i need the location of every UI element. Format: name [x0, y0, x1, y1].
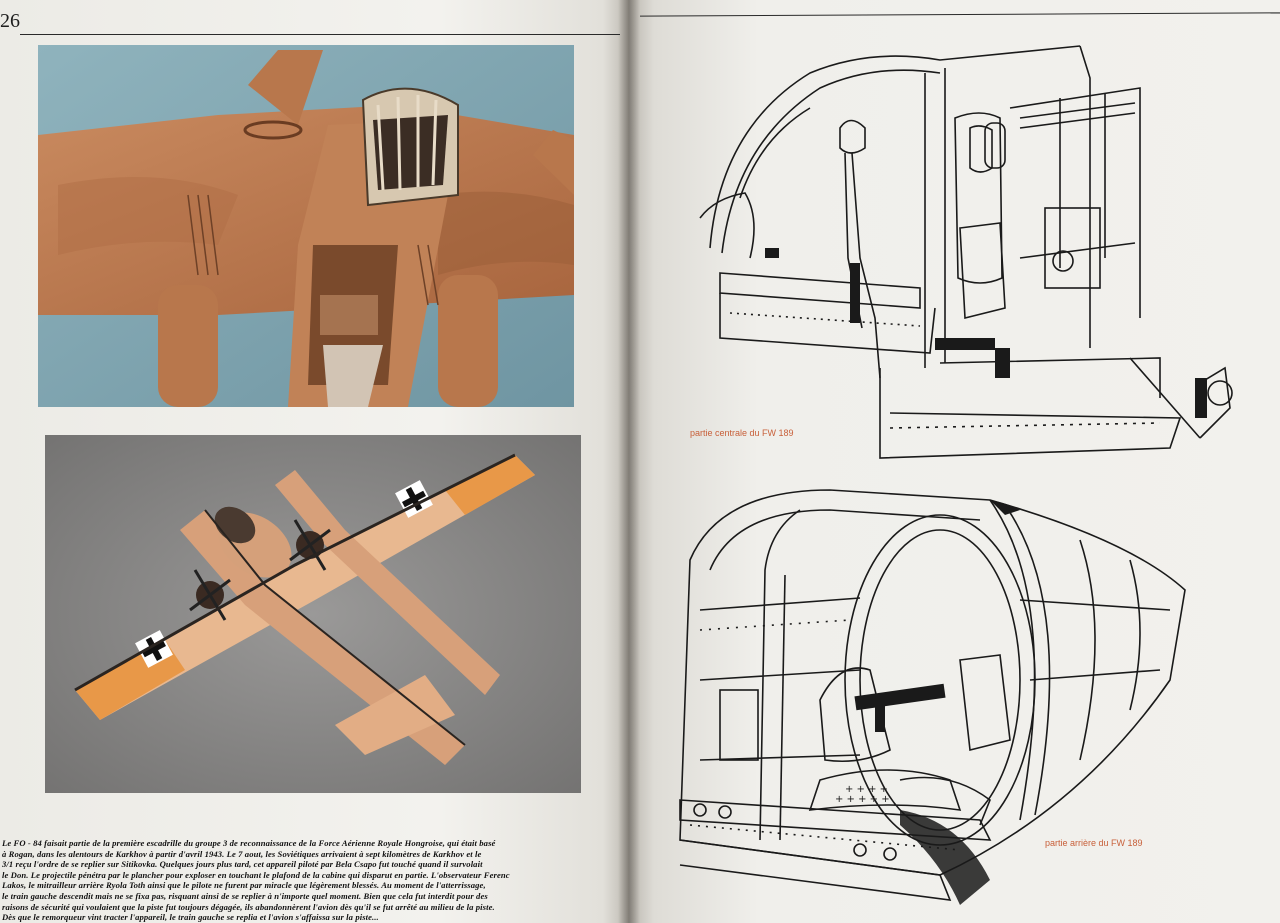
cockpit-model-illustration: [38, 45, 574, 407]
right-page: [628, 0, 1280, 923]
svg-text:+ + + + +: + + + + +: [835, 794, 890, 805]
caption-line: raisons de sécurité qui voulaient que la…: [2, 901, 495, 912]
central-section-drawing: [699, 45, 1233, 459]
full-model-photo: [45, 435, 581, 793]
drawing-label-bottom: partie arrière du FW 189: [1045, 838, 1143, 848]
seat-cushion-pattern: + + + + + + + + +: [835, 784, 890, 805]
rear-section-drawing: + + + + + + + + +: [679, 489, 1186, 905]
cockpit-model-photo: [38, 45, 574, 407]
full-model-illustration: [45, 435, 581, 793]
left-page: 26: [0, 0, 628, 923]
caption-line: Le FO - 84 faisait partie de la première…: [2, 838, 496, 848]
caption-line: Lakos, le mitrailleur arrière Ryola Toth…: [2, 880, 486, 891]
header-rule: [20, 34, 620, 35]
page-number: 26: [0, 10, 20, 32]
photo-caption: Le FO - 84 faisait partie de la première…: [2, 838, 614, 923]
caption-line: Dès que le remorqueur vint tracter l'app…: [2, 912, 379, 923]
svg-text:+ + + +: + + + +: [845, 784, 888, 795]
caption-line: à Rogan, dans les alentours de Karkhov à…: [2, 848, 482, 859]
caption-line: le train gauche descendit mais ne se fix…: [2, 890, 488, 901]
drawing-label-top: partie centrale du FW 189: [690, 428, 794, 438]
caption-line: le Don. Le projectile pénétra par le pla…: [2, 869, 510, 880]
book-gutter: [618, 0, 640, 923]
caption-line: 3/1 reçu l'ordre de se replier sur Sitik…: [2, 859, 483, 870]
